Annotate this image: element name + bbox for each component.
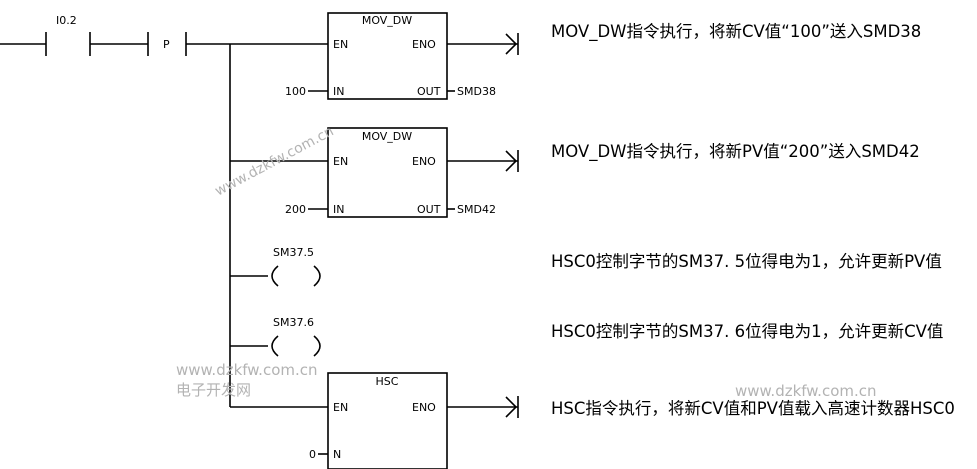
eno-arrow-icon bbox=[505, 33, 519, 418]
block-2-out-label: OUT bbox=[417, 203, 441, 216]
block-1-out-label: OUT bbox=[417, 85, 441, 98]
mov-dw-block-2 bbox=[327, 127, 448, 218]
block-2-title: MOV_DW bbox=[362, 130, 412, 143]
note-1: MOV_DW指令执行，将新CV值“100”送入SMD38 bbox=[551, 22, 922, 41]
block-3-in-value: 0 bbox=[309, 448, 316, 461]
coil-sm37-5-left bbox=[271, 265, 279, 287]
coil-sm37-5-right bbox=[313, 265, 321, 287]
coil-sm37-6-left bbox=[271, 335, 279, 357]
hsc-block bbox=[327, 372, 448, 469]
block-1-eno: ENO bbox=[412, 38, 436, 51]
coil-sm37-6-label: SM37.6 bbox=[273, 316, 314, 329]
block-2-en: EN bbox=[333, 155, 348, 168]
block-2-out-value: SMD42 bbox=[457, 203, 496, 216]
ladder-diagram: I0.2 P MOV_DW EN ENO IN OUT 100 SMD38 MO… bbox=[0, 12, 519, 469]
coil-sm37-6-right bbox=[313, 335, 321, 357]
contact-i0-2-label: I0.2 bbox=[56, 14, 77, 27]
watermark-right-url: www.dzkfw.com.cn bbox=[735, 382, 877, 400]
block-1-out-value: SMD38 bbox=[457, 85, 496, 98]
note-5: HSC指令执行，将新CV值和PV值载入高速计数器HSC0 bbox=[551, 399, 955, 418]
block-2-in-value: 200 bbox=[285, 203, 306, 216]
note-2: MOV_DW指令执行，将新PV值“200”送入SMD42 bbox=[551, 142, 920, 161]
block-3-title: HSC bbox=[376, 375, 399, 388]
block-1-title: MOV_DW bbox=[362, 14, 412, 27]
contact-p-label: P bbox=[163, 38, 170, 51]
note-3: HSC0控制字节的SM37. 5位得电为1，允许更新PV值 bbox=[551, 252, 942, 271]
block-3-in-label: N bbox=[333, 448, 341, 461]
block-3-eno: ENO bbox=[412, 401, 436, 414]
block-1-in-label: IN bbox=[333, 85, 344, 98]
coil-sm37-5-label: SM37.5 bbox=[273, 246, 314, 259]
note-4: HSC0控制字节的SM37. 6位得电为1，允许更新CV值 bbox=[551, 322, 944, 341]
block-2-eno: ENO bbox=[412, 155, 436, 168]
block-3-en: EN bbox=[333, 401, 348, 414]
block-1-en: EN bbox=[333, 38, 348, 51]
watermark-left-cn: 电子开发网 bbox=[176, 381, 251, 399]
mov-dw-block-1 bbox=[327, 12, 448, 100]
block-1-in-value: 100 bbox=[285, 85, 306, 98]
block-2-in-label: IN bbox=[333, 203, 344, 216]
watermark-left-url: www.dzkfw.com.cn bbox=[176, 361, 318, 379]
